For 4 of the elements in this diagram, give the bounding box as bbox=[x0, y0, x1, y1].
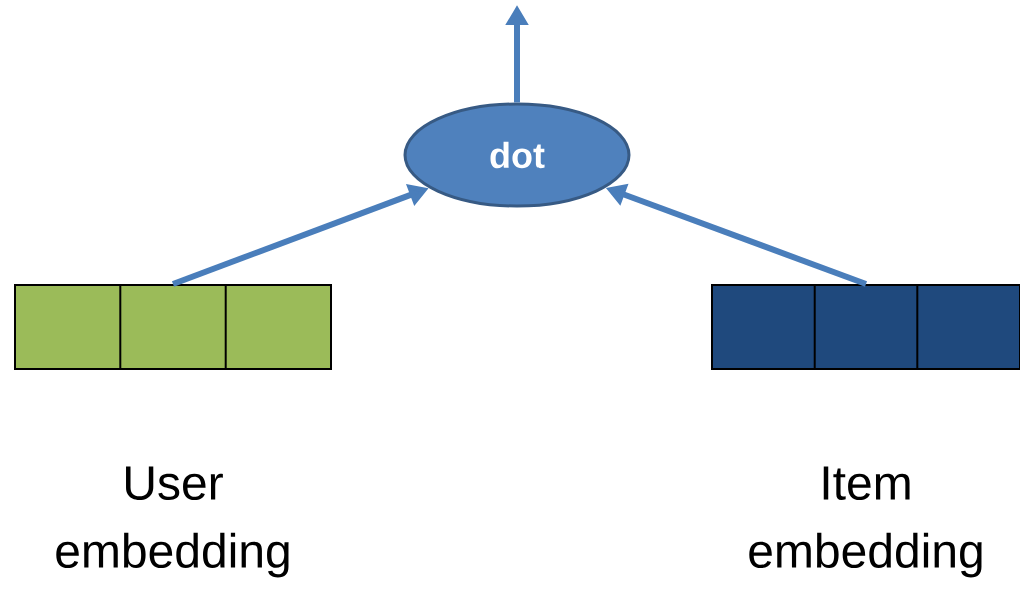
node-label: User embedding bbox=[56, 466, 289, 578]
embedding-vector bbox=[711, 284, 1020, 370]
embedding-vector bbox=[14, 284, 332, 370]
node-label: Item embedding bbox=[749, 466, 982, 578]
